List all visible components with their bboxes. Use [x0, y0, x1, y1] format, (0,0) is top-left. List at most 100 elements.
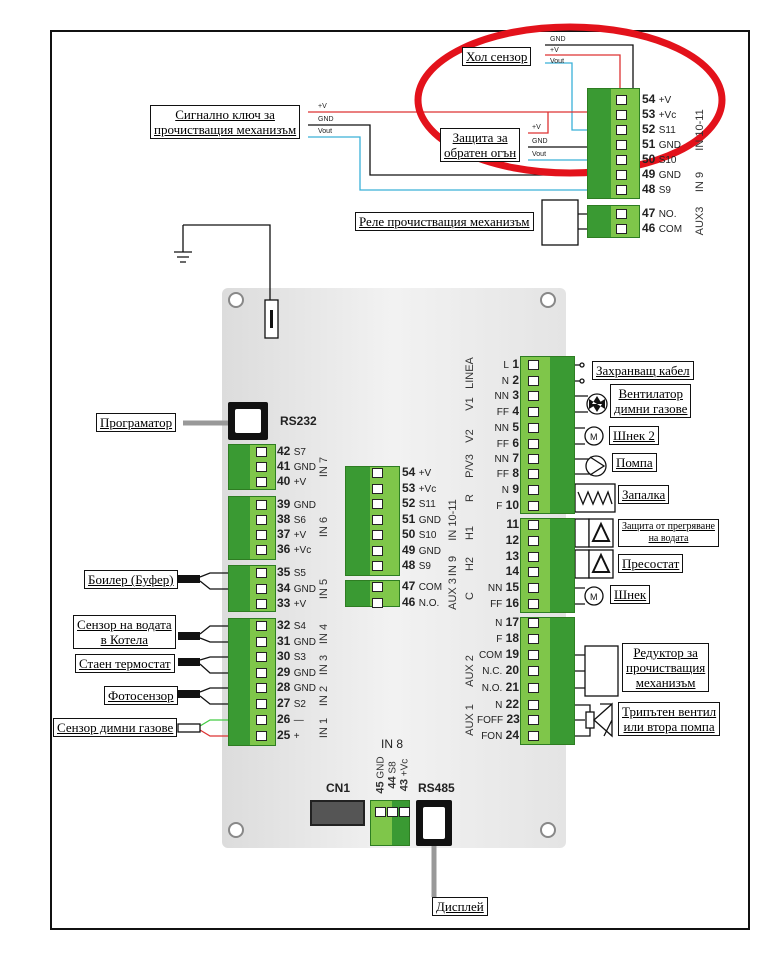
terminal-screw[interactable] — [528, 583, 539, 593]
terminal-screw[interactable] — [256, 515, 267, 525]
terminal-screw[interactable] — [616, 95, 627, 105]
terminal-label: FOFF 23 — [477, 712, 520, 727]
terminal-screw[interactable] — [528, 501, 539, 511]
terminal-screw[interactable] — [256, 652, 267, 662]
terminal-screw[interactable] — [528, 423, 539, 433]
terminal-label: F 10 — [496, 498, 519, 513]
terminal-block-aux3-top — [587, 205, 640, 238]
terminal-screw[interactable] — [528, 599, 539, 609]
input-group-label: IN 3 — [318, 654, 330, 676]
terminal-label: 48 S9 — [402, 558, 431, 573]
terminal-screw[interactable] — [528, 391, 539, 401]
terminal-screw[interactable] — [616, 185, 627, 195]
terminal-screw[interactable] — [256, 637, 267, 647]
terminal-screw[interactable] — [256, 462, 267, 472]
cleaning-relay-label: Реле прочистващия механизъм — [355, 212, 534, 231]
terminal-screw[interactable] — [616, 110, 627, 120]
terminal-screw[interactable] — [528, 700, 539, 710]
wire-label: Vout — [550, 58, 565, 65]
terminal-screw[interactable] — [372, 597, 383, 608]
terminal-screw[interactable] — [528, 485, 539, 495]
terminal-screw[interactable] — [256, 584, 267, 594]
terminal-screw[interactable] — [399, 807, 410, 817]
terminal-screw[interactable] — [528, 650, 539, 660]
wire-label: Vout — [532, 151, 547, 158]
terminal-label: 46 N.O. — [402, 594, 440, 609]
terminal-screw[interactable] — [256, 621, 267, 631]
input-group-label: IN 9 — [694, 171, 706, 193]
terminal-label: 51 GND — [402, 511, 441, 526]
rs485-port[interactable] — [416, 800, 452, 846]
room-thermostat-label: Стаен термостат — [75, 654, 175, 673]
terminal-screw[interactable] — [528, 634, 539, 644]
terminal-screw[interactable] — [372, 468, 383, 478]
terminal-screw[interactable] — [372, 561, 383, 571]
warning-icon — [591, 552, 611, 573]
terminal-label: L 1 — [503, 357, 519, 372]
terminal-screw[interactable] — [256, 731, 267, 741]
terminal-screw[interactable] — [372, 483, 383, 494]
terminal-screw[interactable] — [528, 469, 539, 479]
terminal-screw[interactable] — [372, 582, 383, 592]
terminal-screw[interactable] — [256, 683, 267, 693]
terminal-screw[interactable] — [528, 552, 539, 562]
terminal-screw[interactable] — [616, 170, 627, 180]
terminal-screw[interactable] — [528, 360, 539, 370]
mount-hole — [228, 292, 244, 308]
terminal-screw[interactable] — [616, 224, 627, 234]
terminal-screw[interactable] — [256, 545, 267, 555]
auger-label: Шнек — [610, 585, 651, 604]
input-group-label: IN 2 — [318, 685, 330, 707]
rs232-port[interactable] — [228, 402, 268, 440]
terminal-screw[interactable] — [256, 699, 267, 709]
terminal-label: 27 S2 — [277, 696, 306, 711]
output-group-label: C — [464, 592, 476, 600]
terminal-screw[interactable] — [528, 454, 539, 464]
terminal-screw[interactable] — [256, 500, 267, 510]
terminal-screw[interactable] — [528, 439, 539, 449]
terminal-screw[interactable] — [256, 715, 267, 725]
valve-icon — [585, 711, 595, 729]
input-group-label: IN 4 — [318, 623, 330, 645]
terminal-screw[interactable] — [372, 545, 383, 556]
terminal-screw[interactable] — [387, 807, 398, 817]
terminal-screw[interactable] — [616, 140, 627, 150]
terminal-screw[interactable] — [256, 447, 267, 457]
terminal-screw[interactable] — [616, 125, 627, 135]
output-group-label: R — [464, 494, 476, 502]
terminal-screw[interactable] — [528, 666, 539, 676]
terminal-screw[interactable] — [372, 499, 383, 509]
svg-text:M: M — [590, 432, 598, 442]
terminal-block-left — [228, 444, 276, 490]
terminal-screw[interactable] — [256, 599, 267, 609]
terminal-screw[interactable] — [256, 668, 267, 678]
terminal-screw[interactable] — [528, 715, 539, 725]
terminal-screw[interactable] — [528, 683, 539, 693]
terminal-screw[interactable] — [528, 536, 539, 546]
terminal-screw[interactable] — [256, 568, 267, 578]
terminal-label: F 18 — [496, 631, 519, 646]
terminal-screw[interactable] — [375, 807, 386, 817]
terminal-screw[interactable] — [528, 567, 539, 577]
terminal-screw[interactable] — [372, 530, 383, 540]
terminal-screw[interactable] — [528, 407, 539, 417]
terminal-screw[interactable] — [528, 520, 539, 530]
cn1-connector[interactable] — [310, 800, 365, 826]
terminal-screw[interactable] — [528, 376, 539, 386]
cn1-label: CN1 — [326, 781, 351, 795]
input-group-label: IN 1 — [318, 717, 330, 739]
terminal-label: 41 GND — [277, 459, 316, 474]
terminal-screw[interactable] — [372, 514, 383, 525]
terminal-label: 52 S11 — [402, 496, 436, 511]
terminal-screw[interactable] — [528, 618, 539, 628]
output-group-label: AUX 1 — [464, 704, 476, 736]
terminal-screw[interactable] — [528, 731, 539, 741]
pressostat-label: Пресостат — [618, 554, 684, 573]
terminal-label: FF 4 — [496, 404, 519, 419]
terminal-screw[interactable] — [616, 209, 627, 219]
terminal-screw[interactable] — [616, 155, 627, 165]
terminal-screw[interactable] — [256, 477, 267, 487]
warning-icon — [591, 521, 611, 542]
terminal-screw[interactable] — [256, 530, 267, 540]
